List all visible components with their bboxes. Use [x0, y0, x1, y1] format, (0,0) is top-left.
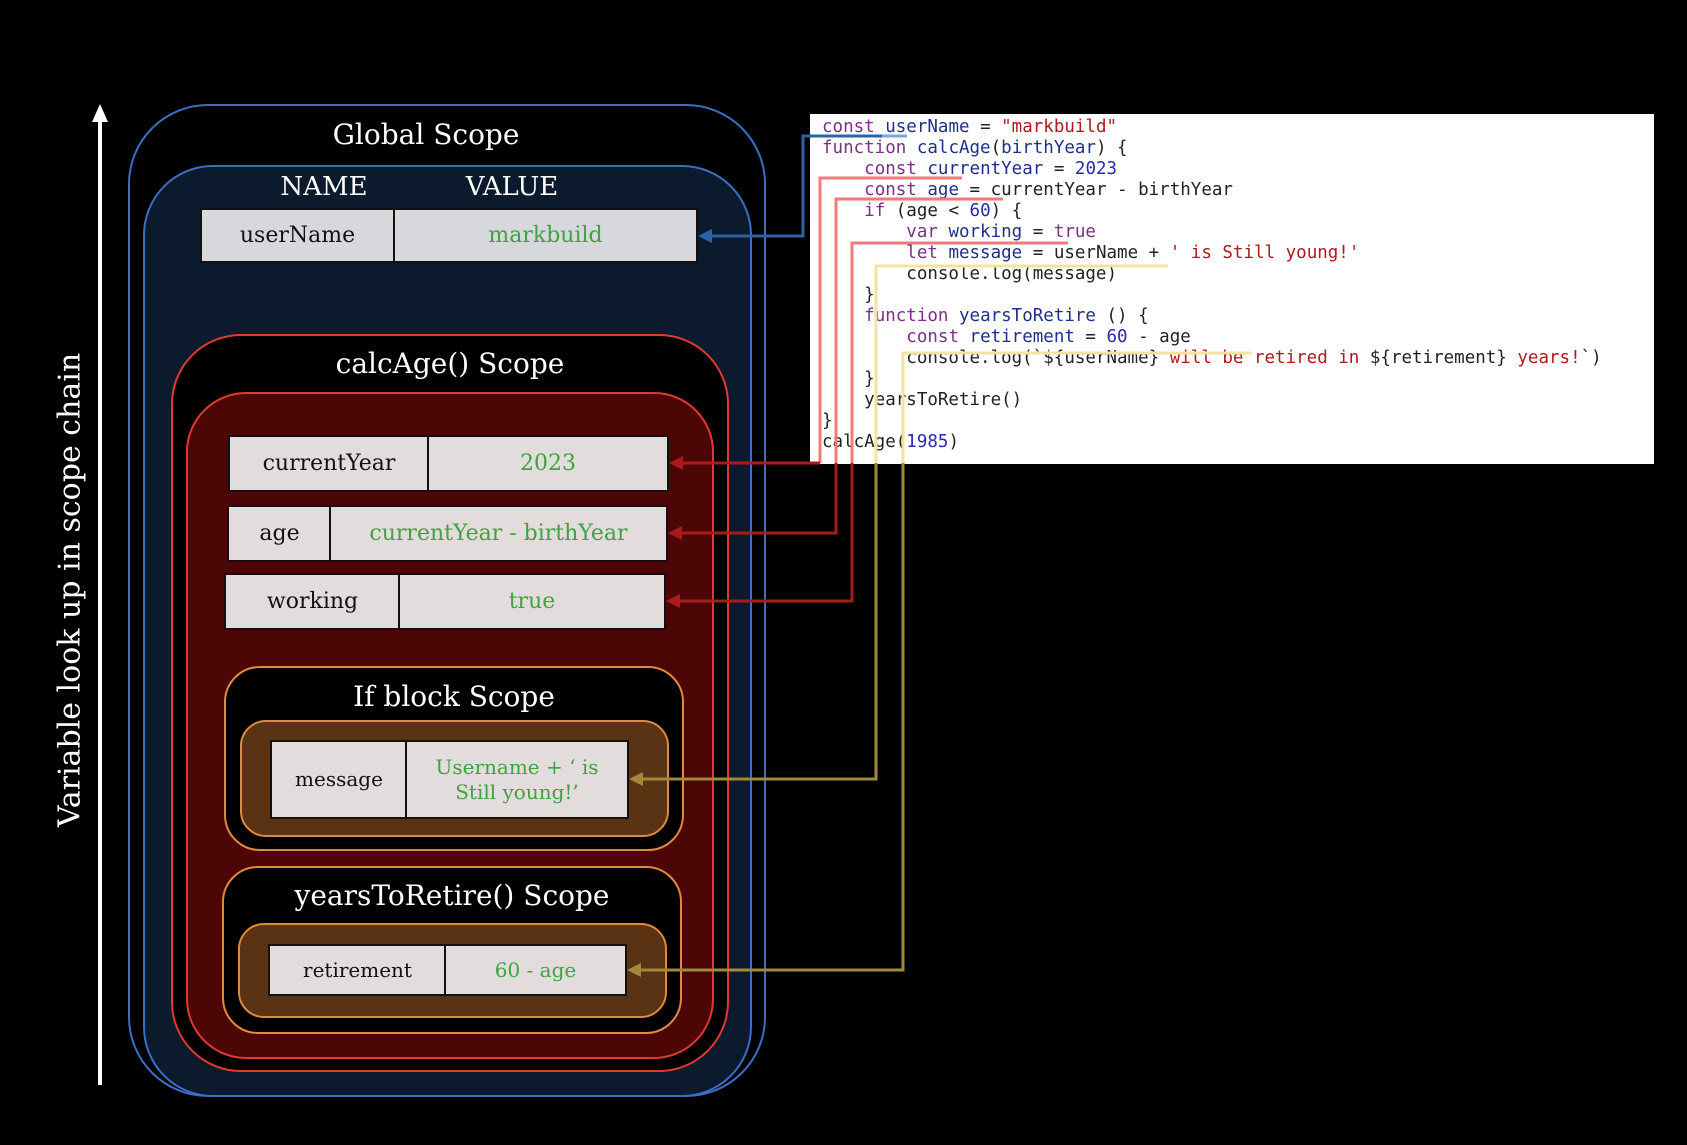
code-line-4: const age = currentYear - birthYear: [864, 180, 1233, 200]
if-block-scope-title: If block Scope: [353, 680, 555, 713]
var-name-working: working: [224, 573, 401, 630]
code-line-8: console.log(message): [822, 264, 1118, 284]
code-line-3: const currentYear = 2023: [864, 159, 1118, 179]
code-line-9: }: [822, 285, 875, 305]
code-panel: const userName = "markbuild" function ca…: [810, 114, 1654, 464]
var-name-username: userName: [200, 208, 395, 263]
code-line-11: const retirement = 60 - age: [906, 327, 1191, 347]
code-line-6: var working = true: [906, 222, 1096, 242]
var-name-retirement: retirement: [268, 944, 447, 996]
axis-arrow-head-icon: [92, 104, 108, 122]
code-line-13: }: [822, 369, 875, 389]
code-line-5: if (age < 60) {: [864, 201, 1023, 221]
code-line-15: }: [822, 411, 833, 431]
code-line-7: let message = userName + ' is Still youn…: [906, 243, 1360, 263]
code-line-16: calcAge(1985): [822, 432, 959, 452]
var-name-age: age: [227, 505, 332, 562]
var-name-currentyear: currentYear: [228, 435, 430, 492]
value-column-header: VALUE: [465, 172, 559, 202]
code-line-2: function calcAge(birthYear) {: [822, 138, 1128, 158]
var-value-message: Username + ‘ is Still young!’: [405, 740, 629, 819]
global-scope-title: Global Scope: [332, 118, 520, 151]
code-line-10: function yearsToRetire () {: [864, 306, 1149, 326]
code-line-1: const userName = "markbuild": [822, 117, 1118, 137]
code-line-14: yearsToRetire(): [822, 390, 1023, 410]
calcage-scope-title: calcAge() Scope: [335, 347, 565, 380]
var-value-retirement: 60 - age: [444, 944, 627, 996]
var-value-working: true: [398, 573, 666, 630]
code-line-12: console.log(`${userName} will be retired…: [822, 348, 1602, 368]
var-value-currentyear: 2023: [427, 435, 669, 492]
retire-scope-title: yearsToRetire() Scope: [294, 879, 610, 912]
var-value-age: currentYear - birthYear: [329, 505, 668, 562]
name-column-header: NAME: [280, 172, 368, 202]
var-name-message: message: [270, 740, 408, 819]
axis-label: Variable look up in scope chain: [52, 352, 88, 828]
var-value-username: markbuild: [393, 208, 698, 263]
